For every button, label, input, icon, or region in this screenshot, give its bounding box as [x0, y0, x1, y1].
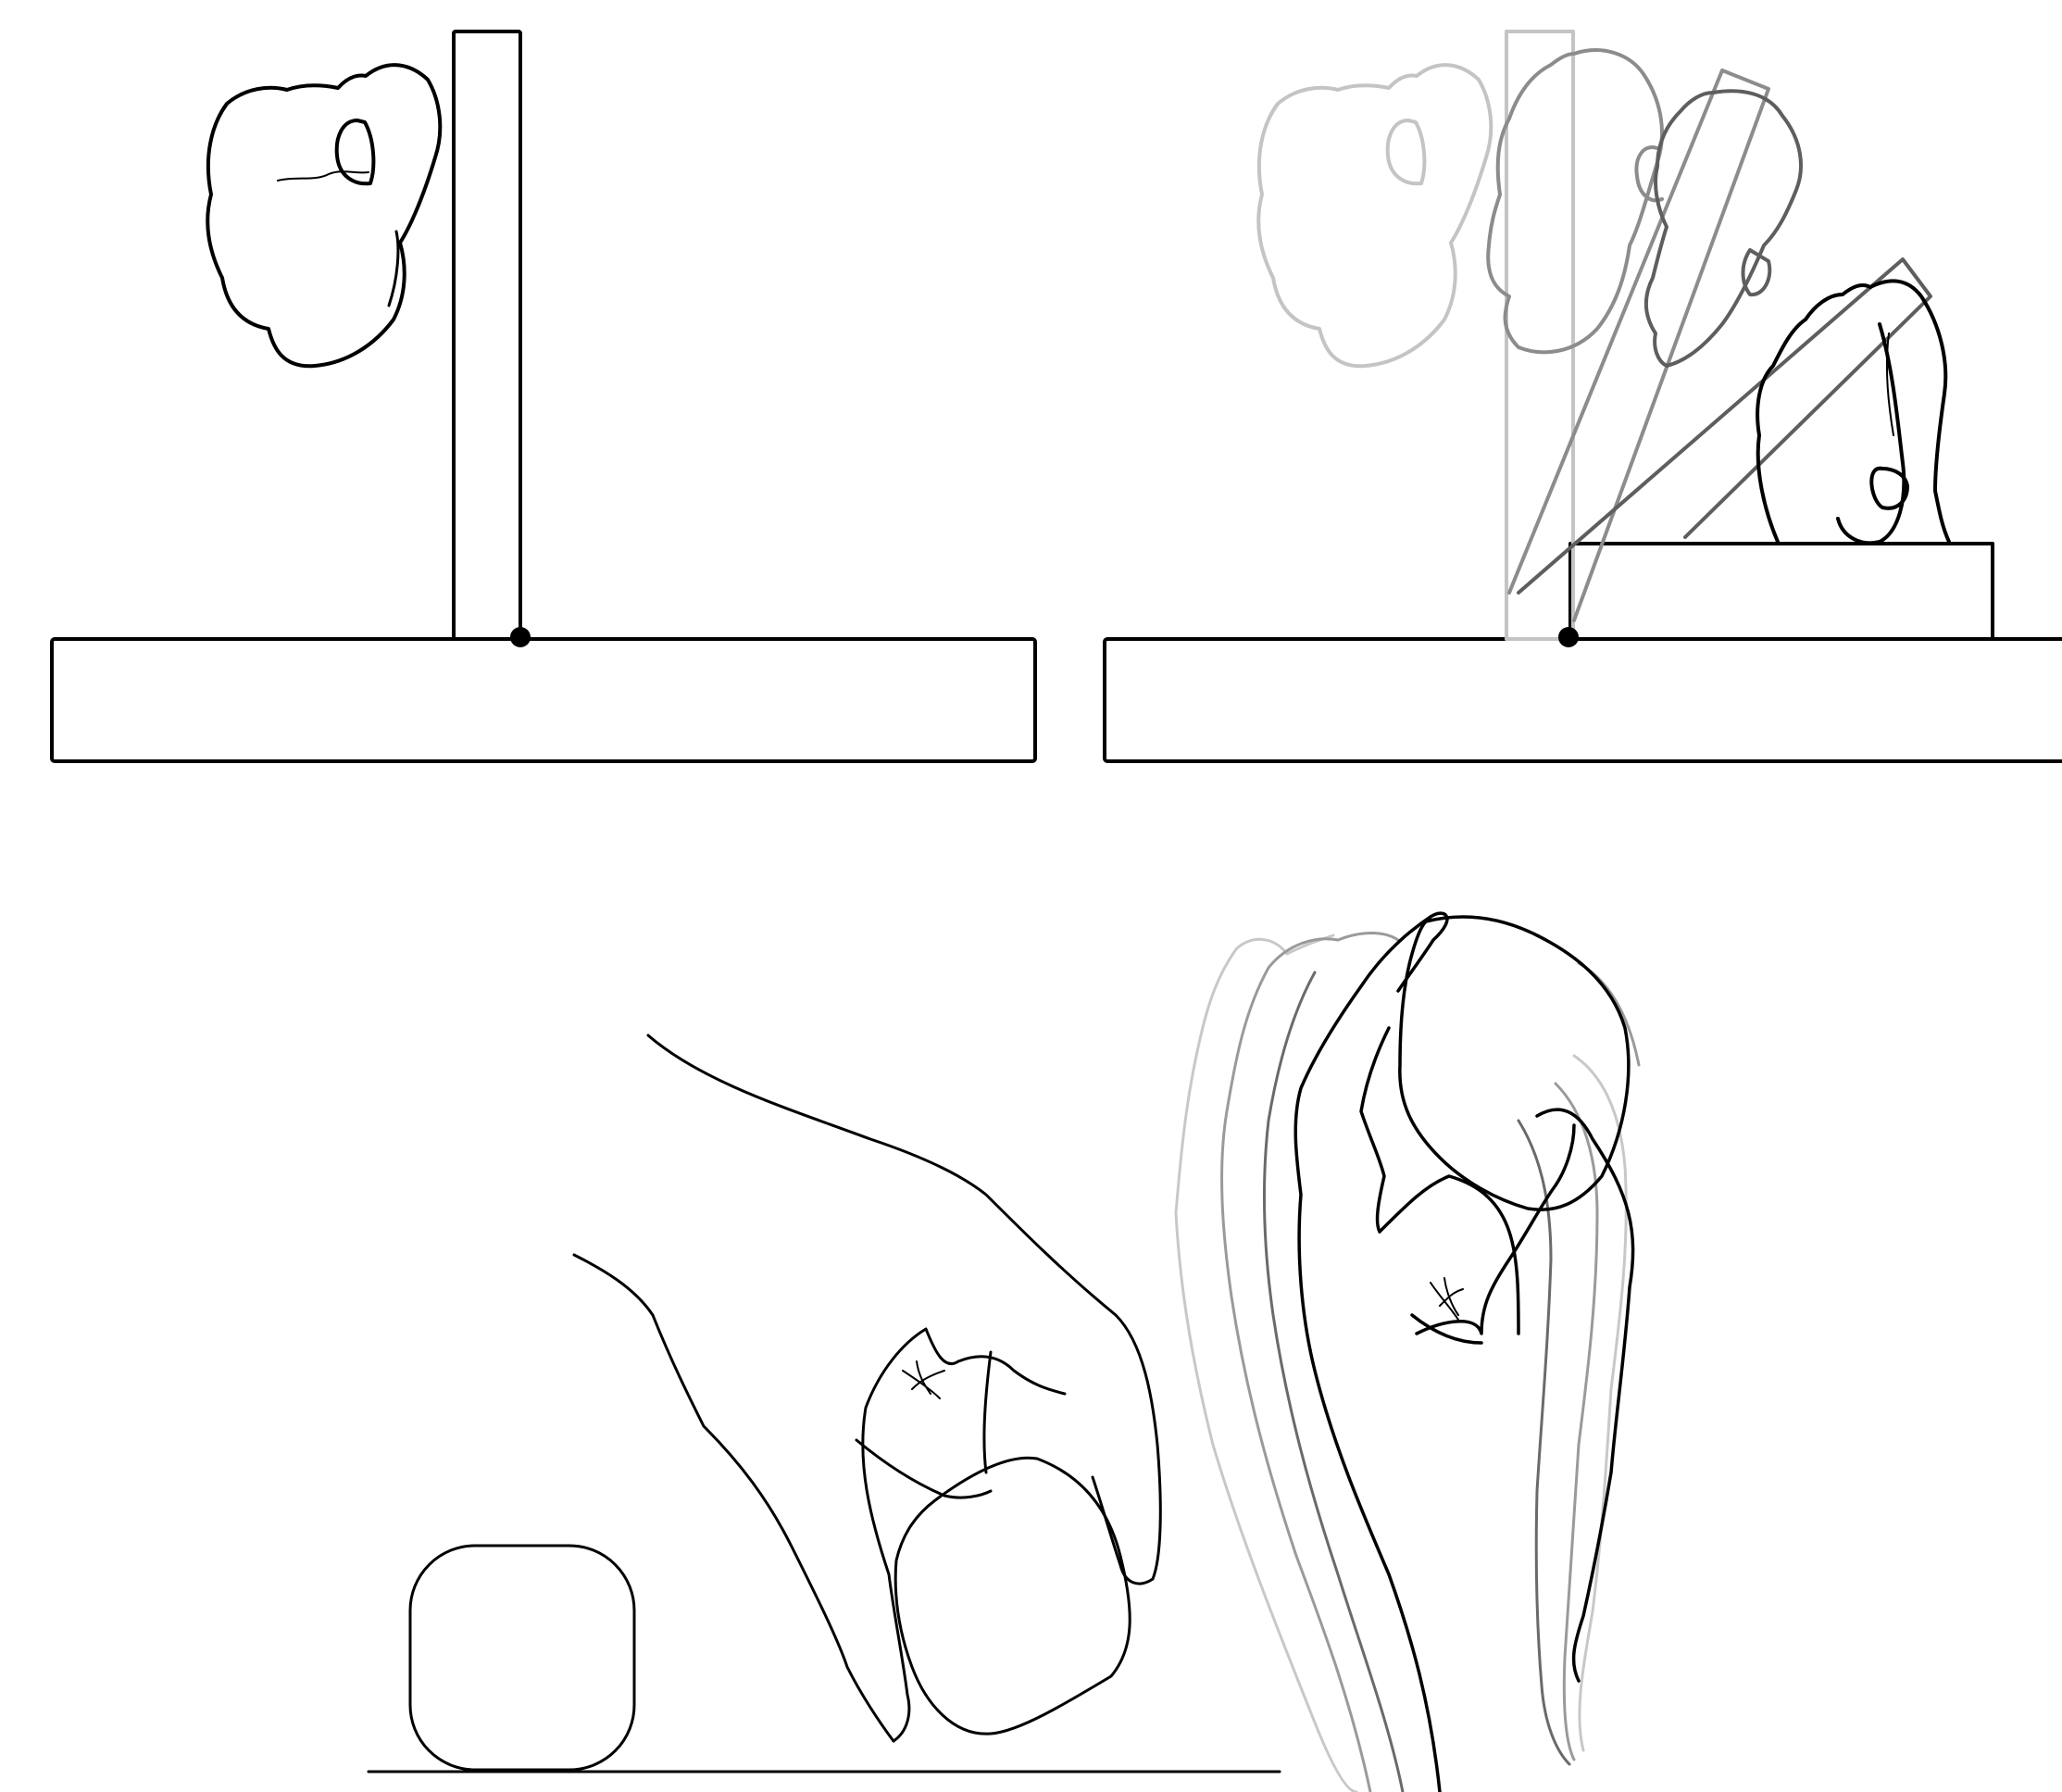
pivot-point: [1558, 627, 1579, 647]
upright-board: [454, 31, 520, 639]
hand-final-pose: [1757, 281, 1949, 543]
hand-fist: [207, 65, 440, 366]
block-on-table: [410, 1546, 634, 1770]
table-base: [52, 639, 1035, 761]
held-block: [895, 1458, 1130, 1734]
panel-grasp-from-table: [369, 1035, 1280, 1772]
pivot-point: [510, 627, 531, 647]
raised-platform: [1570, 544, 1993, 639]
panel-in-hand-reorient: [1176, 913, 1639, 1792]
hand-grasping: [574, 1035, 1160, 1741]
ghost-hand-mid: [1222, 934, 1639, 1792]
hand-holding-block: [1295, 913, 1632, 1792]
knuckle-crease: [1431, 1278, 1463, 1320]
panel-flip-upright: [52, 31, 1035, 761]
panel-flip-sequence: [1105, 31, 2062, 761]
thumbnail: [337, 120, 374, 183]
table-base: [1105, 639, 2062, 761]
knuckle-crease: [903, 1361, 944, 1398]
ghost-frame-2: [1488, 50, 1768, 620]
